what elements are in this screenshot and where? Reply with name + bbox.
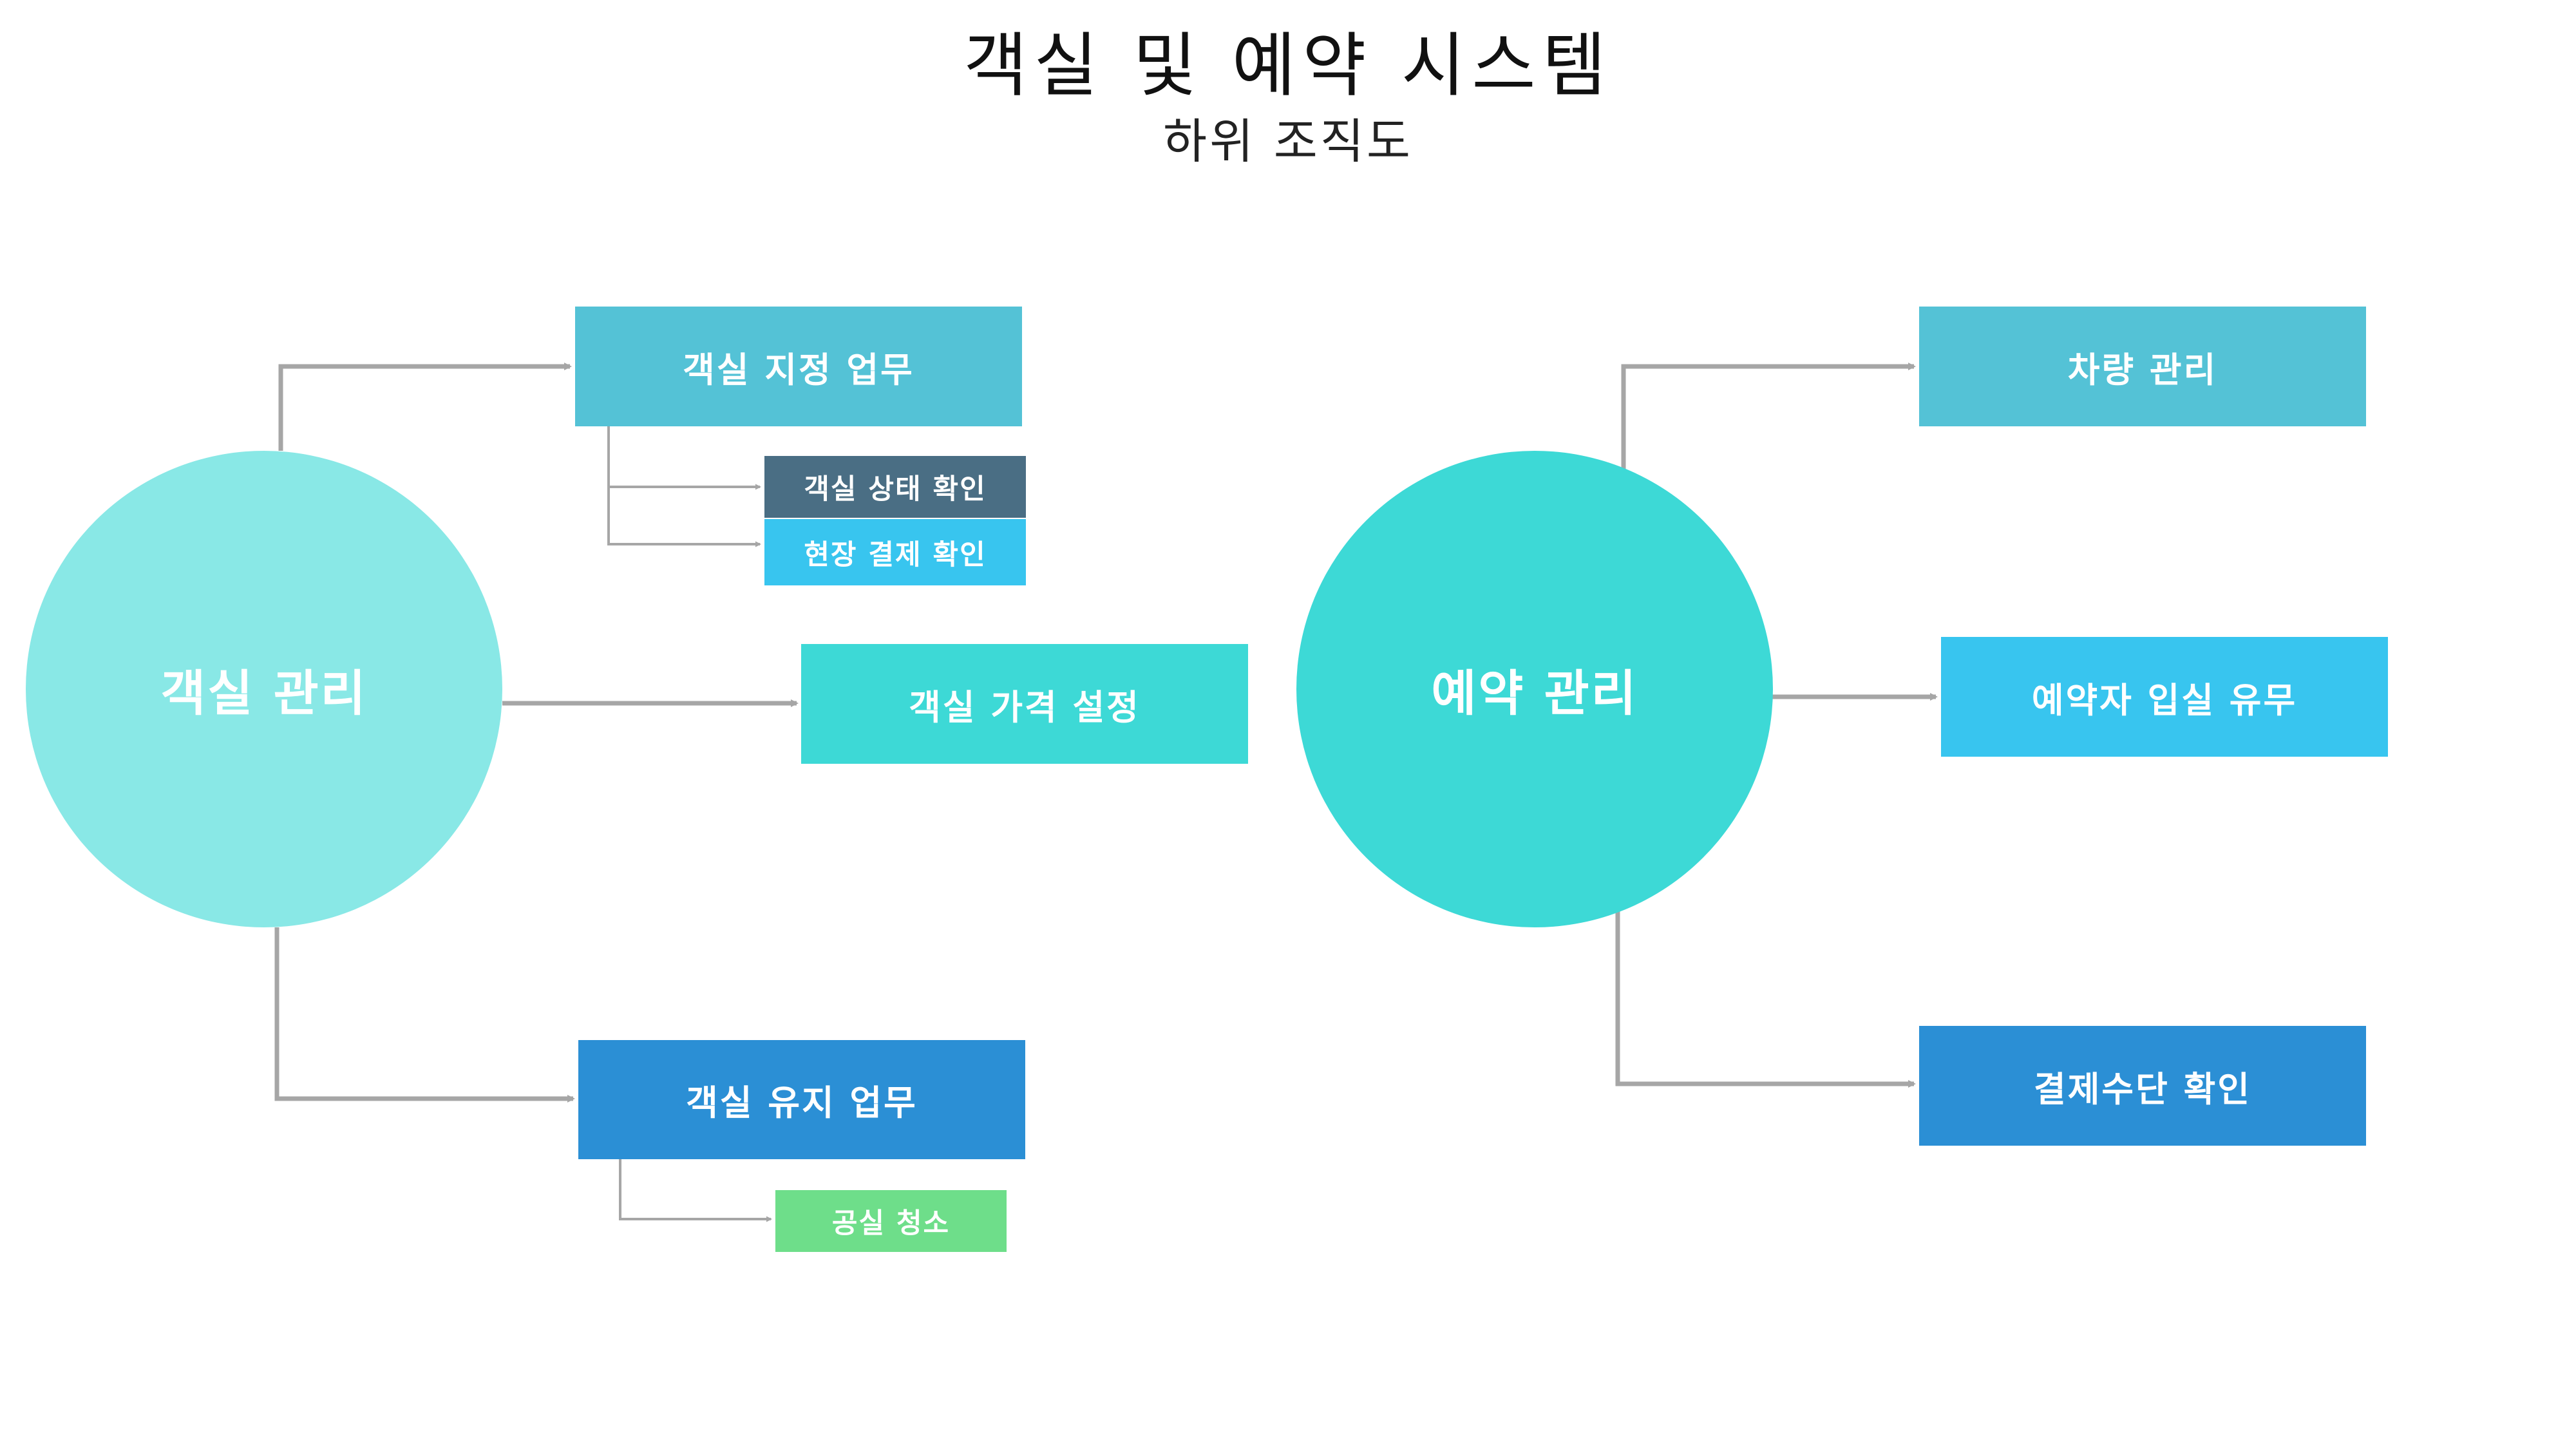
node-label: 공실 청소 bbox=[831, 1208, 951, 1240]
node-room-price-setting: 객실 가격 설정 bbox=[801, 644, 1248, 764]
node-label: 현장 결제 확인 bbox=[804, 538, 987, 571]
node-label: 객실 유지 업무 bbox=[686, 1083, 918, 1123]
node-label: 결제수단 확인 bbox=[2034, 1068, 2251, 1110]
node-room-maintenance: 객실 유지 업무 bbox=[578, 1040, 1025, 1159]
node-label: 객실 지정 업무 bbox=[683, 349, 914, 390]
node-room-assign: 객실 지정 업무 bbox=[575, 307, 1022, 426]
node-label: 차량 관리 bbox=[2067, 349, 2218, 390]
node-label: 객실 관리 bbox=[160, 665, 368, 722]
connector-assign-payment bbox=[607, 487, 761, 547]
node-label: 객실 상태 확인 bbox=[804, 473, 987, 506]
node-onsite-payment-check: 현장 결제 확인 bbox=[764, 519, 1026, 585]
node-label: 객실 가격 설정 bbox=[909, 687, 1141, 728]
connector-left-maintenance bbox=[274, 927, 575, 1103]
node-guest-checkin-status: 예약자 입실 유무 bbox=[1941, 637, 2388, 757]
node-label: 예약자 입실 유무 bbox=[2031, 679, 2298, 721]
node-vacancy-cleaning: 공실 청소 bbox=[775, 1190, 1007, 1252]
diagram-title: 객실 및 예약 시스템 bbox=[963, 26, 1613, 106]
node-label: 예약 관리 bbox=[1431, 665, 1638, 722]
node-payment-method-check: 결제수단 확인 bbox=[1919, 1026, 2366, 1146]
connector-right-payment-method bbox=[1615, 911, 1916, 1088]
connector-left-assign bbox=[278, 363, 572, 451]
node-reservation-management: 예약 관리 bbox=[1296, 451, 1773, 927]
node-room-management: 객실 관리 bbox=[26, 451, 502, 927]
node-vehicle-management: 차량 관리 bbox=[1919, 307, 2366, 426]
connector-right-vehicle bbox=[1621, 363, 1916, 469]
connector-maintenance-cleaning bbox=[619, 1159, 772, 1222]
diagram-subtitle: 하위 조직도 bbox=[1163, 114, 1413, 169]
connector-assign-status bbox=[607, 426, 761, 490]
node-room-status-check: 객실 상태 확인 bbox=[764, 456, 1026, 518]
